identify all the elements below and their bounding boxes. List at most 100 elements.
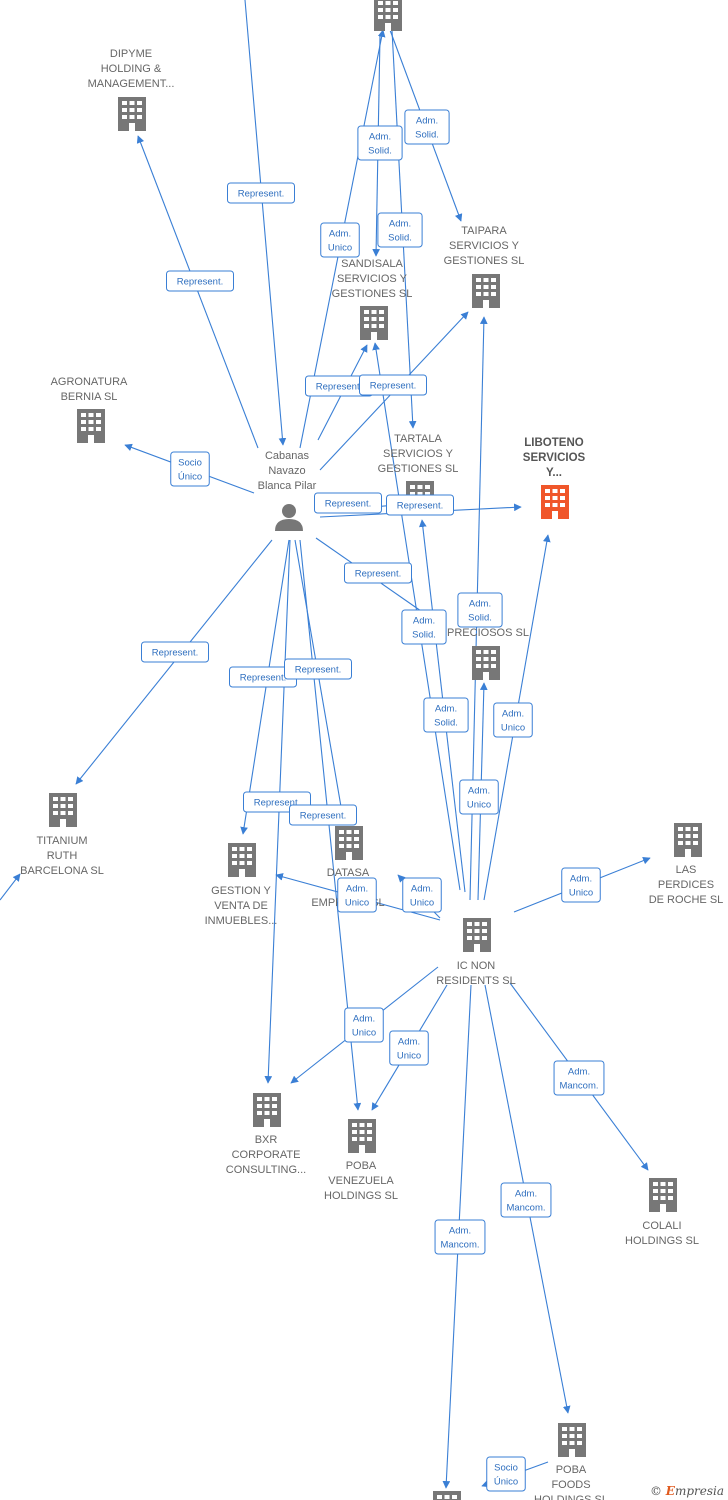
edge-label[interactable]: Adm. Solid.: [401, 609, 447, 645]
node-label-line: GESTIONES SL: [444, 255, 525, 267]
edge-label-box: [320, 222, 360, 258]
edge-label-box: [457, 592, 503, 628]
node-label-line: IC NON: [457, 960, 496, 972]
edge-label-text: Represent.: [254, 798, 300, 809]
edge-label[interactable]: Represent.: [229, 666, 297, 688]
building-icon: [674, 823, 702, 857]
edge-label-text: Represent.: [370, 381, 416, 392]
edge-label[interactable]: Represent.: [166, 270, 234, 292]
edge-label[interactable]: Represent.: [284, 658, 352, 680]
edge-label-text: Solid.: [412, 630, 436, 641]
node-label-line: LIBOTENO: [524, 437, 583, 449]
building-icon: [558, 1423, 586, 1457]
node-label-line: DE ROCHE SL: [649, 894, 724, 906]
edge-label[interactable]: Adm.Unico: [320, 222, 360, 258]
edge-label-text: Socio: [494, 1463, 518, 1474]
edge-label[interactable]: Represent.: [227, 182, 295, 204]
node-label-line: BERNIA SL: [61, 391, 118, 403]
edge-label[interactable]: Adm.Mancom.: [500, 1182, 552, 1218]
edge-label-text: Adm.: [411, 884, 433, 895]
node-label-line: HOLDING &: [101, 63, 162, 75]
edge-label[interactable]: Adm.Unico: [493, 702, 533, 738]
edge-label[interactable]: Adm.Solid.: [357, 125, 403, 161]
edge-label[interactable]: Adm.Unico: [337, 877, 377, 913]
edge-label[interactable]: Represent.: [344, 562, 412, 584]
edge-label[interactable]: Represent.: [141, 641, 209, 663]
edge-label[interactable]: Adm.Solid.: [457, 592, 503, 628]
node-label-line: SANDISALA: [341, 258, 403, 270]
node-liboteno[interactable]: LIBOTENOSERVICIOSY...: [523, 437, 586, 519]
edge-label-text: Adm.: [413, 616, 435, 627]
building-icon: [228, 843, 256, 877]
edge-label-text: Represent.: [152, 648, 198, 659]
edge-label[interactable]: Adm.Solid.: [423, 697, 469, 733]
edge-label-box: [434, 1219, 486, 1255]
node-bxr[interactable]: BXRCORPORATECONSULTING...: [226, 1093, 306, 1176]
edge-label-text: Adm.: [570, 874, 592, 885]
node-label-line: COLALI: [642, 1220, 681, 1232]
edge-label[interactable]: Adm.Solid.: [404, 109, 450, 145]
edge-label-box: [401, 609, 447, 645]
node-bottom[interactable]: [433, 1491, 461, 1500]
edge-line: [294, 539, 347, 825]
edge-label[interactable]: Represent.: [359, 374, 427, 396]
node-label-line: POBA: [346, 1160, 377, 1172]
edge-label-box: [500, 1182, 552, 1218]
edge-label[interactable]: Adm.Unico: [344, 1007, 384, 1043]
edge-label-text: Represent.: [325, 499, 371, 510]
edge-label-box: [314, 492, 382, 514]
edge-label-text: Unico: [397, 1051, 421, 1062]
edge-label-text: Adm.: [568, 1067, 590, 1078]
edge-line: [244, 0, 287, 446]
edge-label[interactable]: Adm.Unico: [561, 867, 601, 903]
edge-label-box: [553, 1060, 605, 1096]
edge-label-box: [386, 494, 454, 516]
building-icon: [541, 485, 569, 519]
edge-label-text: Único: [494, 1477, 518, 1488]
edge-label[interactable]: Adm.Solid.: [377, 212, 423, 248]
edge-label-text: Represent.: [355, 569, 401, 580]
edge-label-text: Unico: [501, 723, 525, 734]
edge-label-text: Adm.: [468, 786, 490, 797]
edge-label[interactable]: Adm.Unico: [402, 877, 442, 913]
building-icon: [253, 1093, 281, 1127]
edge-label-box: [402, 877, 442, 913]
edge-label[interactable]: Adm. Mancom.: [553, 1060, 605, 1096]
edge-label-text: Único: [178, 472, 202, 483]
edge-label-text: Mancom.: [559, 1081, 598, 1092]
edge-label[interactable]: Adm.Unico: [459, 779, 499, 815]
brand-initial: E: [665, 1484, 675, 1498]
building-icon: [472, 646, 500, 680]
node-top[interactable]: [374, 0, 402, 31]
edge-label-text: Represent.: [295, 665, 341, 676]
person-icon: [275, 504, 303, 531]
edge-label[interactable]: Adm.Unico: [389, 1030, 429, 1066]
edge-label-box: [166, 270, 234, 292]
edge-label[interactable]: Adm.Mancom.: [434, 1219, 486, 1255]
node-label-line: GESTIONES SL: [332, 288, 413, 300]
edge-label-text: Mancom.: [506, 1203, 545, 1214]
edge-label[interactable]: Represent.: [289, 804, 357, 826]
edge-labels-layer: Represent.Represent.Adm.UnicoAdm.Solid.A…: [141, 109, 605, 1492]
node-label-line: HOLDINGS SL: [534, 1494, 608, 1500]
edge-label-box: [404, 109, 450, 145]
edge-label[interactable]: Represent.: [386, 494, 454, 516]
node-label-line: VENTA DE: [214, 900, 268, 912]
edge-label[interactable]: Represent.: [314, 492, 382, 514]
node-label-line: PERDICES: [658, 879, 714, 891]
